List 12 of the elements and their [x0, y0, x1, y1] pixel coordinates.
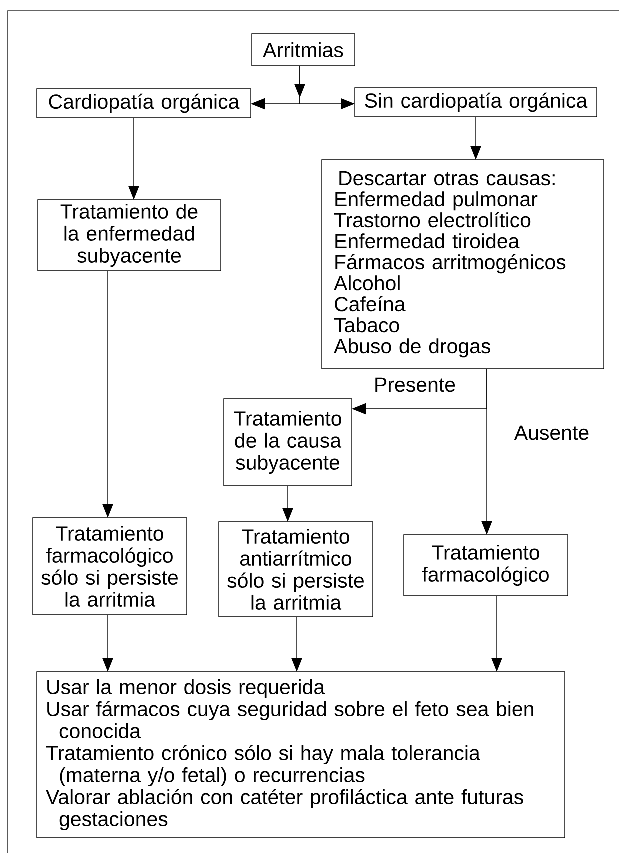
process-box: Tratamiento farmacológico sólo si persiste la arritmia — [32, 518, 188, 616]
recommendation-box: Usar la menor dosis requerida Usar fármacos cuya seguridad sobre el feto sea bien conocida Tratamiento crónico sólo si hay mala tolerancia (materna y/o fetal) o recurrencias Valorar ablación con catéter profiláctica ante futuras gestaciones — [36, 672, 566, 838]
process-box: Cardiopatía orgánica — [36, 88, 252, 118]
process-box: Sin cardiopatía orgánica — [354, 88, 598, 118]
edge-label: Presente — [372, 376, 458, 394]
process-box: Tratamiento de la causa subyacente — [224, 398, 352, 486]
process-box: Tratamiento farmacológico — [404, 534, 568, 596]
edge-label: Ausente — [513, 424, 591, 442]
checklist-box: Descartar otras causas: Enfermedad pulmonar Trastorno electrolítico Enfermedad tiroidea Fármacos arritmogénicos Alcohol Cafeína Tabaco Abuso de drogas — [322, 160, 604, 370]
process-box: Tratamiento antiarrítmico sólo si persiste la arritmia — [218, 522, 374, 618]
process-box: Arritmias — [252, 34, 356, 66]
process-box: Tratamiento de la enfermedad subyacente — [38, 200, 222, 272]
